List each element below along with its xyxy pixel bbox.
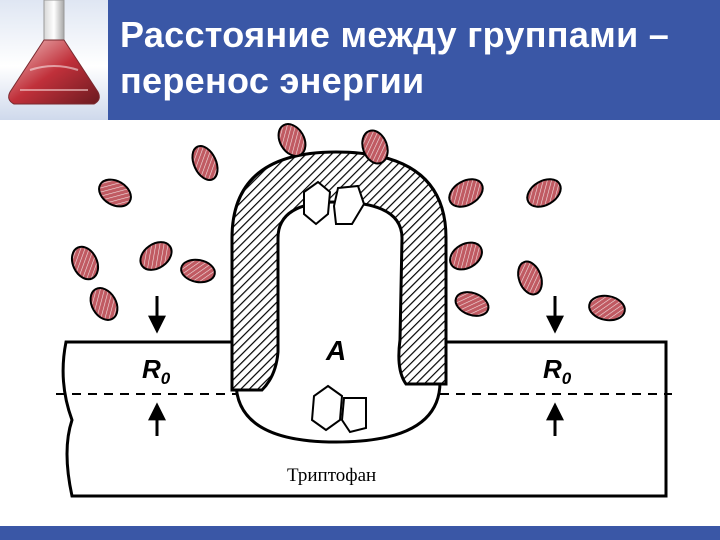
flask-logo xyxy=(0,0,108,120)
r0-label-left: R0 xyxy=(142,354,171,388)
protein-hatched-wall xyxy=(230,150,448,392)
particle xyxy=(361,129,389,165)
particle xyxy=(448,178,484,208)
particle xyxy=(98,178,132,208)
particle xyxy=(139,241,173,271)
r0-letter-right: R xyxy=(543,354,562,384)
acceptor-hexagons xyxy=(303,180,366,226)
footer-bar xyxy=(0,526,720,540)
tryptophan-hexagons xyxy=(310,384,367,434)
r0-subscript-left: 0 xyxy=(161,369,171,388)
energy-transfer-diagram: A R0 R0 Триптофан xyxy=(56,123,672,498)
r0-arrows xyxy=(148,296,564,436)
r0-label-right: R0 xyxy=(543,354,572,388)
particle xyxy=(517,260,543,296)
slide-title: Расстояние между группами – перенос энер… xyxy=(120,14,670,101)
r0-subscript-right: 0 xyxy=(562,369,572,388)
particle xyxy=(526,178,562,208)
particle xyxy=(89,287,119,321)
particle xyxy=(70,245,100,281)
particle xyxy=(454,291,490,317)
r0-letter-left: R xyxy=(142,354,161,384)
quencher-particles xyxy=(70,123,626,322)
particle xyxy=(588,294,626,322)
tryptophan-label: Триптофан xyxy=(287,465,376,486)
particle xyxy=(191,145,219,181)
particle xyxy=(277,123,307,157)
slide-header xyxy=(0,0,720,120)
particle xyxy=(449,241,483,271)
particle xyxy=(180,258,216,284)
acceptor-label: A xyxy=(325,335,346,366)
